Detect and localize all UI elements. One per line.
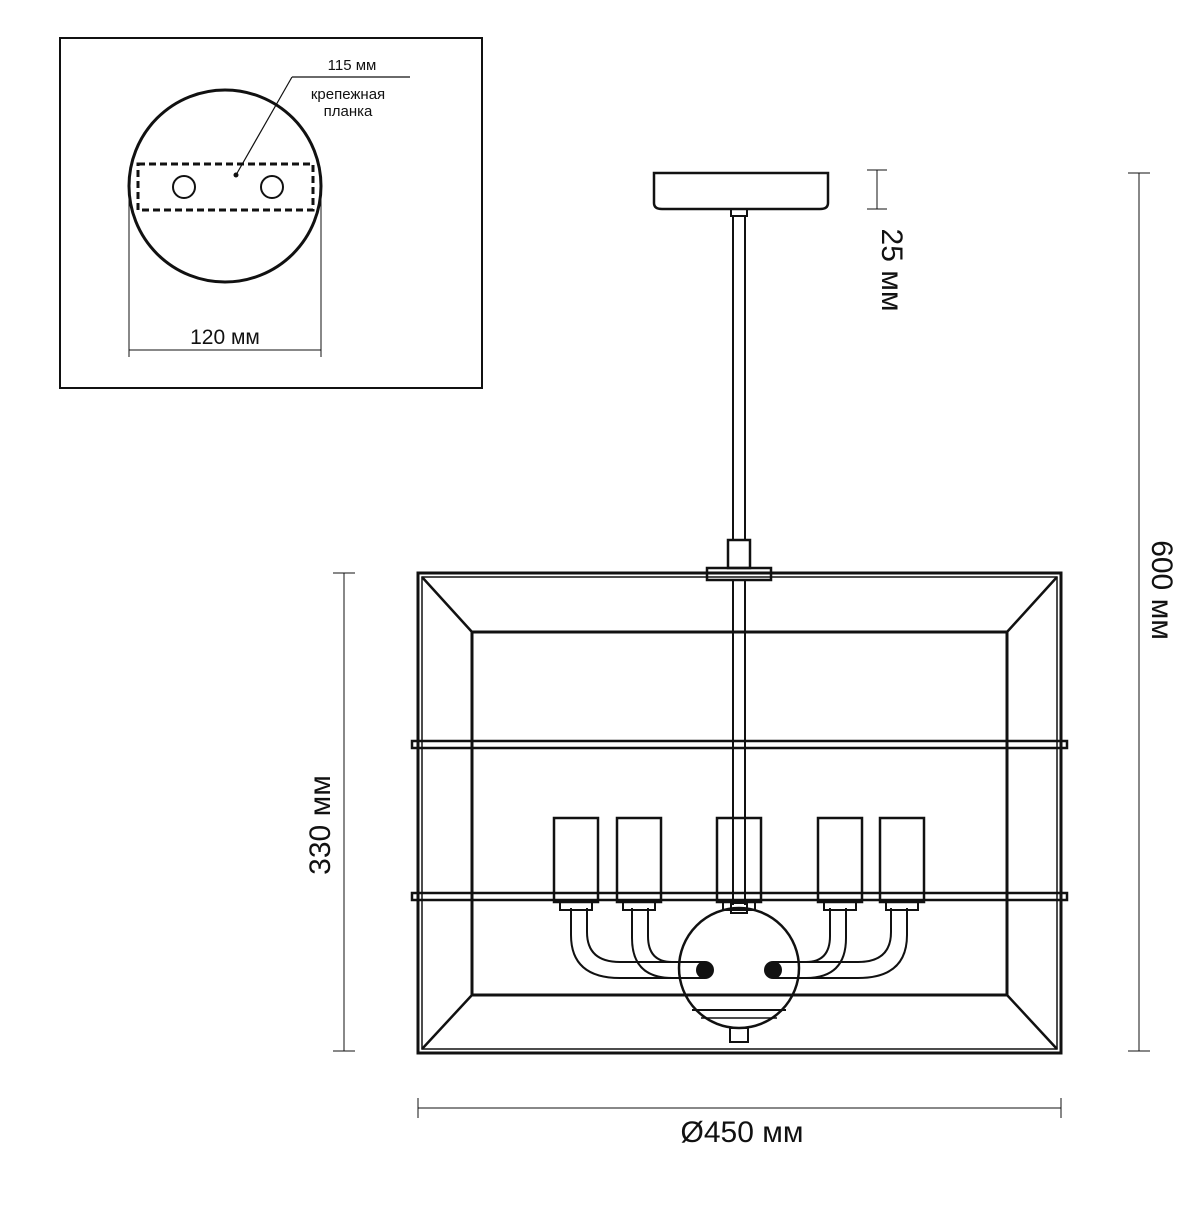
canopy-height-label: 25 мм [875,229,908,312]
mounting-hole-left [172,175,196,199]
candle-sleeve [715,816,763,904]
suspension-rod [705,216,773,905]
candle-cup [722,901,756,911]
inset-canopy-view: 115 мм крепежная планка 120 мм [59,37,483,389]
dim-total-height: 600 мм [1128,172,1178,1052]
candle-sleeve [878,816,926,904]
center-sphere [677,902,801,1043]
plate-dimension-label: 115 мм [328,57,377,74]
shade-height-label: 330 мм [304,775,337,875]
cage-shade [410,571,1069,1055]
plate-name-label-2: планка [324,103,373,120]
dim-shade-diameter: Ø450 мм [417,1098,1062,1149]
plate-name-label-1: крепежная [311,86,385,103]
dim-shade-height: 330 мм [304,572,355,1052]
candle-arms [570,908,908,979]
inset-frame [59,37,483,389]
shade-diameter-label: Ø450 мм [681,1116,804,1149]
plate-leader-line [235,76,293,176]
candle-sleeve [552,816,600,904]
total-height-label: 600 мм [1145,540,1178,640]
dim-canopy-height: 25 мм [867,169,908,312]
mounting-plate [136,162,315,212]
candle-sleeve [615,816,663,904]
canopy-circle [127,88,323,284]
candle-cup [622,901,656,911]
candle-group [552,816,926,911]
candle-cup [885,901,919,911]
candle-cup [823,901,857,911]
canopy-diameter-label: 120 мм [190,326,260,349]
ceiling-canopy [652,171,830,217]
candle-sleeve [816,816,864,904]
candle-cup [559,901,593,911]
mounting-hole-right [260,175,284,199]
